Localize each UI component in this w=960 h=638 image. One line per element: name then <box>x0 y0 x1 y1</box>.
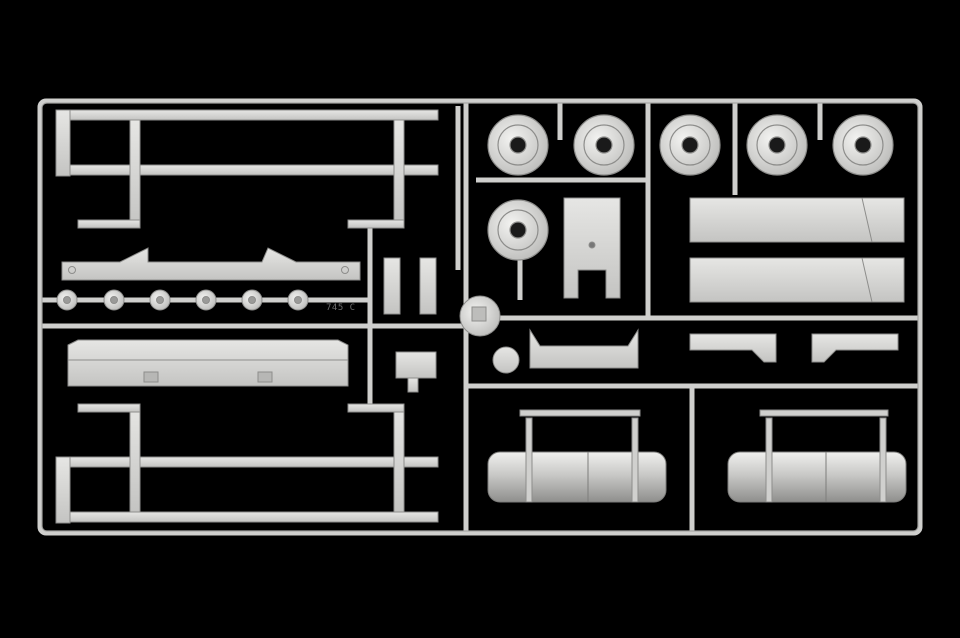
tray-and-brackets <box>529 328 899 369</box>
chassis-plate <box>67 339 349 387</box>
central-hub <box>459 295 501 337</box>
fifth-wheel-mount <box>395 346 520 393</box>
tank-straps <box>519 409 889 503</box>
long-beam <box>61 247 361 281</box>
sprue-frame <box>37 98 923 536</box>
molded-part-number: 745 C <box>326 303 356 313</box>
ladder-frame-bottom <box>55 403 439 524</box>
ladder-frame-top <box>55 109 439 229</box>
small-blocks <box>383 257 437 315</box>
wheel-rims <box>487 114 894 261</box>
sprue-frame-shade <box>41 102 919 532</box>
h-bracket <box>563 197 621 299</box>
fuel-tanks <box>487 451 907 503</box>
side-panels <box>689 197 905 303</box>
small-wheels <box>56 289 309 311</box>
